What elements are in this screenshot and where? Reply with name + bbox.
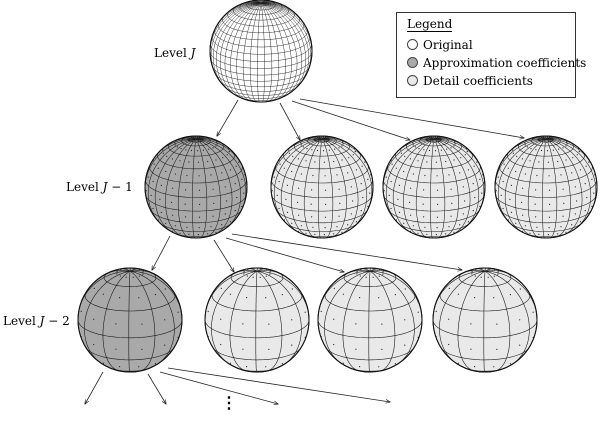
- sphere-detail-level-j-minus-1-a: [270, 135, 374, 239]
- original-swatch-icon: [407, 39, 418, 50]
- arrows: [85, 98, 524, 404]
- arrow-j-to-detail-2: [291, 100, 410, 140]
- arrow-j2-down-1: [85, 371, 104, 404]
- arrow-j-to-approx: [217, 99, 239, 136]
- arrow-j1-to-detail-2: [225, 237, 344, 272]
- arrow-j1-to-detail-3: [231, 233, 462, 270]
- arrow-j-to-detail-1: [279, 102, 300, 140]
- arrow-j-to-detail-3: [299, 98, 524, 138]
- arrow-j1-to-approx: [152, 235, 171, 270]
- sphere-detail-level-j-minus-1-c: [494, 135, 598, 239]
- arrow-j1-to-detail-1: [213, 239, 234, 272]
- level-j-minus-1-label: Level J − 1: [66, 180, 133, 194]
- spheres: [77, 0, 598, 373]
- sphere-original: [209, 0, 313, 103]
- detail-swatch-icon: [407, 75, 418, 86]
- sphere-approx-level-j-minus-1: [144, 135, 248, 239]
- legend-title: Legend: [407, 17, 453, 32]
- approximation-swatch-icon: [407, 57, 418, 68]
- sphere-approx-level-j-minus-2: [77, 267, 183, 373]
- continuation-mark: ⋮: [221, 393, 237, 412]
- level-j-minus-2-label: Level J − 2: [3, 314, 70, 328]
- level-j-label: Level J: [154, 46, 196, 60]
- sphere-detail-level-j-minus-2-b: [317, 267, 423, 373]
- arrow-j2-down-3: [159, 371, 278, 404]
- sphere-detail-level-j-minus-2-c: [432, 267, 538, 373]
- sphere-detail-level-j-minus-2-a: [204, 267, 310, 373]
- arrow-j2-down-4: [167, 367, 390, 402]
- sphere-detail-level-j-minus-1-b: [382, 135, 486, 239]
- legend: Legend Original Approximation coefficien…: [396, 12, 586, 98]
- arrow-j2-down-2: [147, 373, 166, 404]
